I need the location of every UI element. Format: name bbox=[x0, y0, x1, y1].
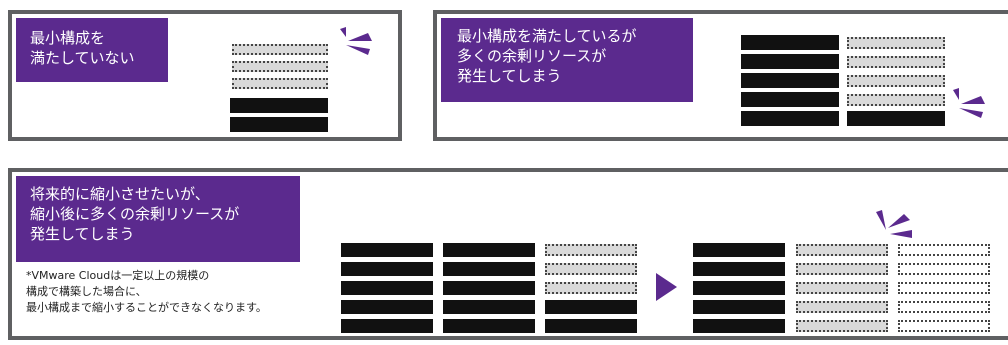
used-block bbox=[443, 281, 535, 295]
used-block bbox=[341, 300, 433, 314]
footnote-line: 最小構成まで縮小することができなくなります。 bbox=[26, 301, 267, 314]
removed-slot bbox=[898, 301, 990, 313]
label-line: 発生してしまう bbox=[30, 225, 135, 243]
empty-slot bbox=[847, 75, 945, 87]
panel-minimum-met-surplus: 最小構成を満たしているが 多くの余剰リソースが 発生してしまう bbox=[433, 10, 1008, 141]
panel-future-shrink: 将来的に縮小させたいが、 縮小後に多くの余剰リソースが 発生してしまう *VMw… bbox=[8, 168, 1008, 340]
empty-slot bbox=[545, 244, 637, 256]
empty-slot bbox=[232, 78, 328, 89]
alert-burst-icon bbox=[340, 27, 372, 55]
label-line: 多くの余剰リソースが bbox=[457, 47, 607, 65]
used-block bbox=[443, 319, 535, 333]
empty-slot bbox=[796, 282, 888, 294]
empty-slot bbox=[232, 44, 328, 55]
used-block bbox=[693, 281, 785, 295]
used-block bbox=[341, 262, 433, 276]
label-line: 最小構成を bbox=[30, 29, 106, 47]
empty-slot bbox=[545, 282, 637, 294]
removed-slot bbox=[898, 320, 990, 332]
label-line: 将来的に縮小させたいが、 bbox=[30, 185, 210, 203]
used-block bbox=[443, 300, 535, 314]
panel-label: 将来的に縮小させたいが、 縮小後に多くの余剰リソースが 発生してしまう bbox=[16, 176, 300, 262]
panel-label: 最小構成を 満たしていない bbox=[16, 18, 168, 82]
removed-slot bbox=[898, 263, 990, 275]
empty-slot bbox=[545, 263, 637, 275]
label-line: 縮小後に多くの余剰リソースが bbox=[30, 205, 240, 223]
used-block bbox=[341, 243, 433, 257]
used-block bbox=[741, 92, 839, 107]
panel-label: 最小構成を満たしているが 多くの余剰リソースが 発生してしまう bbox=[441, 18, 693, 102]
arrow-right-icon bbox=[656, 273, 677, 301]
footnote-line: *VMware Cloudは一定以上の規模の bbox=[26, 269, 210, 282]
used-block bbox=[693, 300, 785, 314]
used-block bbox=[545, 300, 637, 314]
label-line: 満たしていない bbox=[30, 49, 135, 67]
used-block bbox=[443, 243, 535, 257]
removed-slot bbox=[898, 244, 990, 256]
used-block bbox=[341, 281, 433, 295]
footnote: *VMware Cloudは一定以上の規模の 構成で構築した場合に、 最小構成ま… bbox=[26, 268, 267, 316]
removed-slot bbox=[898, 282, 990, 294]
empty-slot bbox=[232, 61, 328, 72]
empty-slot bbox=[796, 244, 888, 256]
used-block bbox=[741, 35, 839, 50]
empty-slot bbox=[847, 56, 945, 68]
used-block bbox=[443, 262, 535, 276]
used-block bbox=[693, 319, 785, 333]
alert-burst-icon bbox=[876, 210, 912, 238]
used-block bbox=[741, 111, 839, 126]
used-block bbox=[741, 73, 839, 88]
footnote-line: 構成で構築した場合に、 bbox=[26, 285, 147, 298]
used-block bbox=[693, 243, 785, 257]
used-block bbox=[230, 98, 328, 113]
panel-minimum-not-met: 最小構成を 満たしていない bbox=[8, 10, 402, 141]
label-line: 最小構成を満たしているが bbox=[457, 27, 637, 45]
empty-slot bbox=[796, 263, 888, 275]
label-line: 発生してしまう bbox=[457, 67, 562, 85]
used-block bbox=[847, 111, 945, 126]
alert-burst-icon bbox=[953, 88, 985, 118]
used-block bbox=[545, 319, 637, 333]
used-block bbox=[693, 262, 785, 276]
used-block bbox=[341, 319, 433, 333]
empty-slot bbox=[847, 37, 945, 49]
used-block bbox=[230, 117, 328, 132]
empty-slot bbox=[796, 320, 888, 332]
used-block bbox=[741, 54, 839, 69]
empty-slot bbox=[847, 94, 945, 106]
empty-slot bbox=[796, 301, 888, 313]
